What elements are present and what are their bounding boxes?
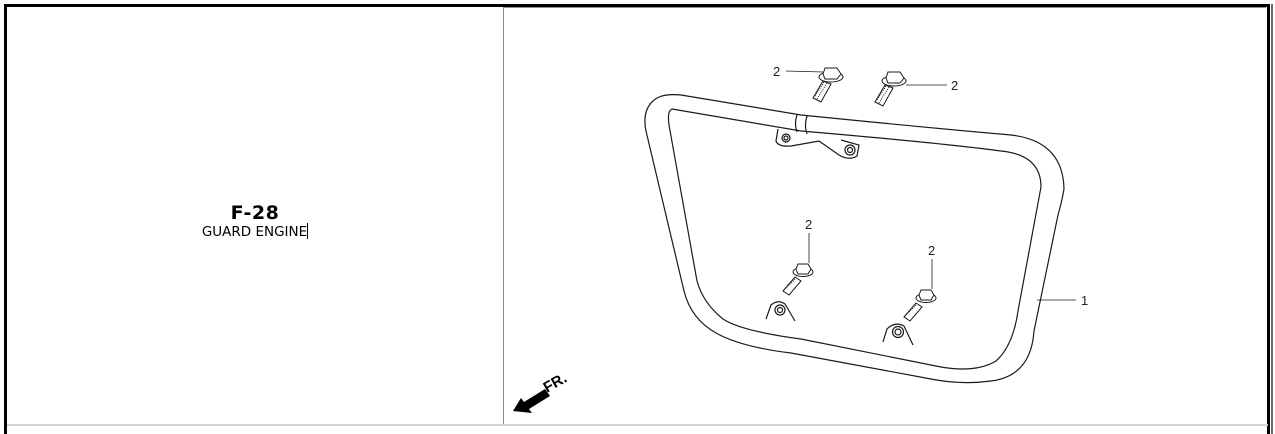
- callout-1: 1: [1081, 293, 1088, 308]
- callout-2b: 2: [951, 78, 958, 93]
- diagram-cell: 2 2 2 2 1 FR.: [503, 7, 1266, 424]
- exploded-diagram: 2 2 2 2 1 FR.: [513, 64, 1088, 413]
- table-border-shadow: [1271, 4, 1273, 434]
- table-bottom-border: [7, 424, 1268, 426]
- callout-2c: 2: [805, 217, 812, 232]
- part-title-cell: F-28 GUARD ENGINE: [7, 7, 503, 424]
- leader-lines: [785, 70, 1076, 301]
- part-code: F-28: [230, 201, 280, 224]
- text-caret: [307, 222, 309, 239]
- callout-2a: 2: [773, 64, 780, 79]
- callout-2d: 2: [928, 243, 935, 258]
- bolt-icon: [782, 67, 937, 322]
- front-arrow-icon: [513, 389, 550, 413]
- guard-frame-icon: [644, 94, 1065, 384]
- part-name[interactable]: GUARD ENGINE: [201, 223, 308, 240]
- part-title-block: F-28 GUARD ENGINE: [201, 201, 309, 241]
- part-name-line[interactable]: GUARD ENGINE: [201, 222, 309, 241]
